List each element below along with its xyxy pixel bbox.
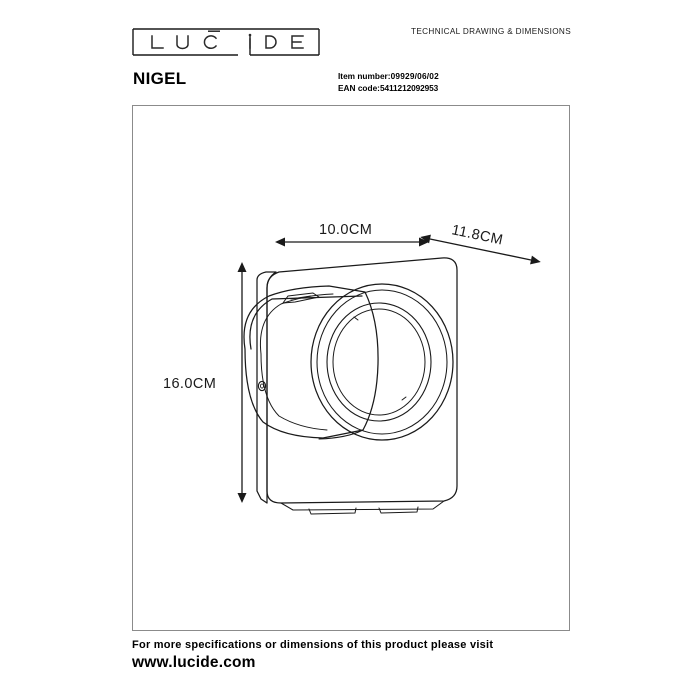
footer-website[interactable]: www.lucide.com: [132, 654, 256, 671]
product-foot-right: [378, 506, 419, 514]
lens-highlight-top: [353, 316, 359, 321]
dimension-width: 10.0CM: [275, 222, 429, 247]
ean-code-label: EAN code:: [338, 83, 380, 93]
head-cylinder-seam: [259, 293, 334, 355]
lens-reflector-outer: [326, 302, 432, 422]
product-codes: Item number:09929/06/02 EAN code:5411212…: [338, 70, 439, 94]
footer-text: For more specifications or dimensions of…: [132, 639, 494, 651]
lens-reflector-inner: [332, 308, 426, 416]
lucide-logo-mark: [132, 28, 320, 56]
product-foot-left: [308, 507, 357, 515]
dimension-height: 16.0CM: [163, 262, 247, 503]
page-title: NIGEL: [133, 69, 187, 88]
head-cylinder-body: [243, 285, 379, 439]
lens-highlight-bottom: [401, 396, 407, 401]
head-cylinder-top: [249, 295, 363, 350]
page-header: TECHNICAL DRAWING & DIMENSIONS NIGEL Ite…: [0, 0, 700, 100]
head-plate-joint: [318, 429, 364, 440]
dimension-height-label: 16.0CM: [163, 376, 216, 392]
head-notch-detail: [282, 292, 320, 304]
dimension-depth: 11.8CM: [420, 222, 541, 265]
page-footer: For more specifications or dimensions of…: [132, 638, 582, 672]
lens-bezel-inner: [316, 289, 448, 435]
lens-bezel-outer: [310, 283, 454, 441]
product-technical-drawing: 10.0CM 11.8CM 16.0CM: [163, 222, 541, 515]
head-cylinder-seam-lower: [260, 353, 328, 431]
technical-drawing-frame: 10.0CM 11.8CM 16.0CM: [132, 105, 570, 631]
side-screw-icon: [257, 380, 267, 392]
ean-code-value: 5411212092953: [379, 83, 439, 93]
lucide-logo: [132, 28, 320, 56]
item-number-label: Item number:: [338, 71, 391, 81]
item-number-value: 09929/06/02: [390, 71, 439, 81]
ean-code-row: EAN code:5411212092953: [338, 82, 439, 94]
product-illustration: [243, 257, 458, 515]
document-type-label: TECHNICAL DRAWING & DIMENSIONS: [411, 27, 572, 36]
item-number-row: Item number:09929/06/02: [338, 70, 439, 82]
product-bottom-edge: [280, 500, 445, 511]
product-front-face: [266, 257, 458, 504]
dimension-width-label: 10.0CM: [319, 222, 372, 238]
